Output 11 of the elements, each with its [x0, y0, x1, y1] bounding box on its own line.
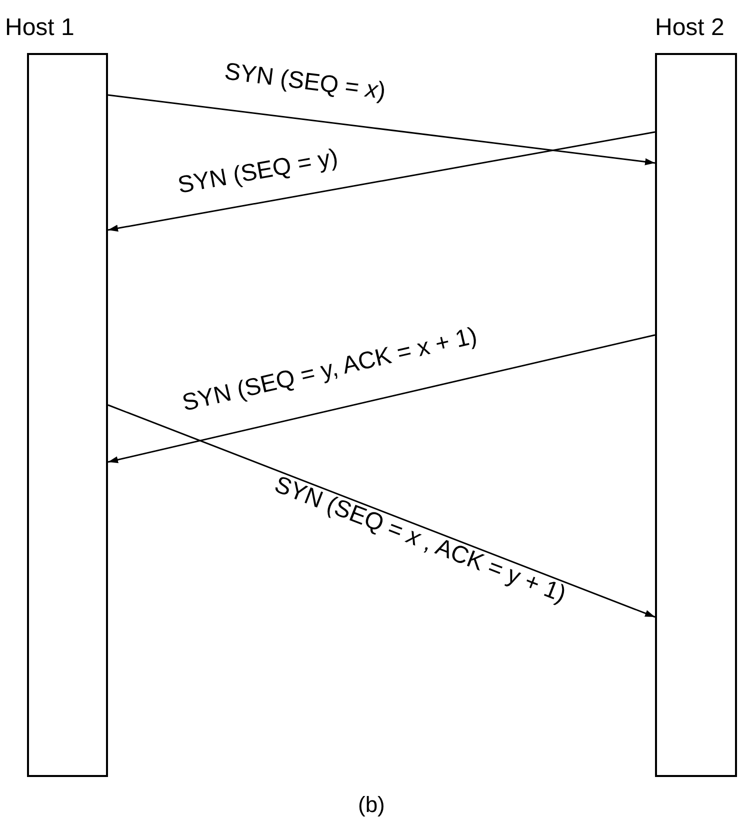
edge-label: SYN (SEQ = y, ACK = x + 1) [180, 324, 480, 416]
edge-label: SYN (SEQ = x , ACK = y + 1) [271, 472, 569, 608]
edge-label: SYN (SEQ = y) [176, 146, 340, 198]
edge-label: SYN (SEQ = x) [223, 60, 387, 104]
host-label: Host 1 [5, 16, 74, 40]
arrow [108, 404, 656, 618]
host-label: Host 2 [655, 16, 724, 40]
arrow [108, 334, 656, 464]
arrow [108, 94, 656, 166]
arrow [108, 131, 656, 232]
caption: (b) [358, 794, 385, 816]
